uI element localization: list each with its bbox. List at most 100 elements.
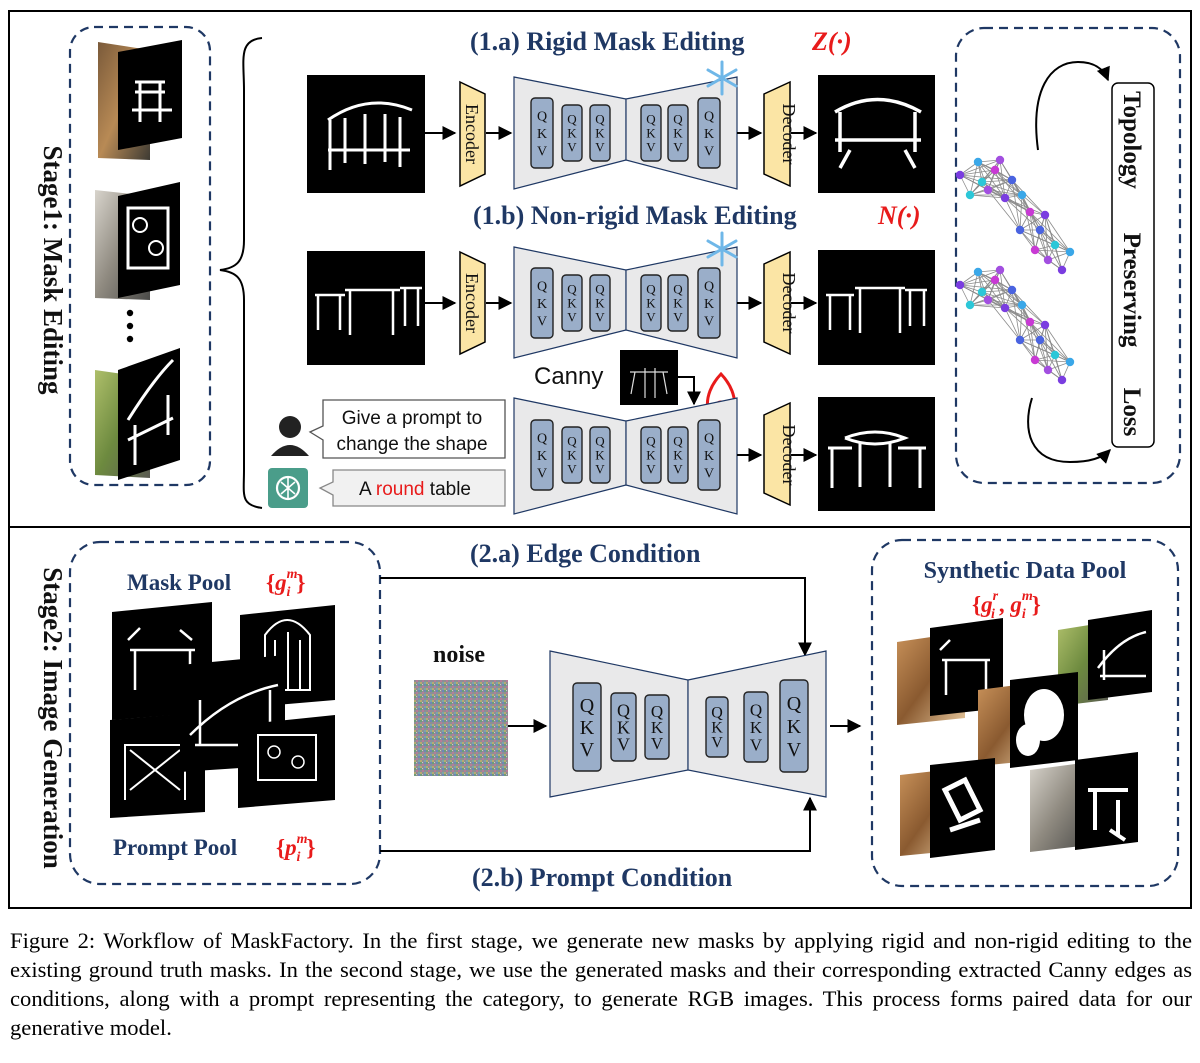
graph-node <box>990 165 1000 175</box>
figure-caption: Figure 2: Workflow of MaskFactory. In th… <box>10 928 1192 1040</box>
graph-node <box>1025 207 1035 217</box>
user-prompt-line2: change the shape <box>336 434 487 455</box>
qkv-letter: K <box>704 127 714 142</box>
stage1-label: Stage1: Mask Editing <box>38 145 68 395</box>
qkv-letter: Q <box>567 282 577 297</box>
qkv-letter: K <box>673 126 683 141</box>
qkv-letter: K <box>704 449 714 464</box>
qkv-letter: K <box>567 296 577 311</box>
graph-node <box>1030 245 1040 255</box>
qkv-letter: Q <box>646 282 656 297</box>
qkv-letter: V <box>537 144 547 159</box>
row1c-output-mask <box>818 397 935 511</box>
qkv-letter: K <box>704 297 714 312</box>
qkv-block: QKV <box>561 104 583 162</box>
graph-node <box>1007 285 1017 295</box>
qkv-letter: K <box>646 448 656 463</box>
qkv-block: QKV <box>667 104 689 162</box>
mask-pool-label: Mask Pool <box>127 570 231 595</box>
qkv-block: QKV <box>779 679 809 773</box>
graph-node <box>1040 320 1050 330</box>
qkv-letter: K <box>617 717 630 737</box>
graph-node <box>1065 247 1075 257</box>
row1a-encoder: Encoder <box>459 80 486 188</box>
mask-prompt-pool-box <box>68 540 382 886</box>
stage2-label: Stage2: Image Generation <box>38 567 68 868</box>
graph-node <box>1057 375 1067 385</box>
qkv-letter: V <box>651 734 664 753</box>
graph-node <box>1017 190 1027 200</box>
noise-image <box>414 680 508 776</box>
qkv-letter: K <box>537 127 547 142</box>
qkv-letter: Q <box>617 700 630 720</box>
qkv-letter: V <box>646 462 656 477</box>
qkv-letter: V <box>673 310 683 325</box>
input-pair-2 <box>95 182 180 300</box>
qkv-block: QKV <box>561 426 583 484</box>
qkv-block: QKV <box>705 696 729 758</box>
svg-text:Encoder: Encoder <box>462 273 482 333</box>
canny-label: Canny <box>534 363 603 390</box>
graph-node <box>977 287 987 297</box>
rigid-symbol: Z(·) <box>811 27 852 56</box>
qkv-block: QKV <box>610 692 637 762</box>
loss-label-box <box>1111 82 1155 448</box>
graph-node <box>1025 317 1035 327</box>
svg-text:Decoder: Decoder <box>779 425 799 486</box>
graph-node <box>1050 240 1060 250</box>
graph-node <box>1043 255 1053 265</box>
qkv-letter: V <box>537 314 547 329</box>
graph-node <box>977 177 987 187</box>
graph-node <box>1040 210 1050 220</box>
qkv-letter: Q <box>567 434 577 449</box>
qkv-block: QKV <box>697 267 721 339</box>
prompt-condition-title: (2.b) Prompt Condition <box>472 863 733 892</box>
qkv-letter: Q <box>787 693 802 715</box>
qkv-letter: V <box>787 739 802 761</box>
graph-node <box>965 190 975 200</box>
qkv-letter: Q <box>651 702 663 721</box>
graph-node <box>1007 175 1017 185</box>
input-masks-pool <box>68 25 212 487</box>
graph-node <box>965 300 975 310</box>
workflow-diagram: Stage1: Mask Editing Stage2: Image Gener… <box>8 10 1192 909</box>
qkv-block: QKV <box>589 104 611 162</box>
loss-word-loss: Loss <box>1118 388 1145 437</box>
qkv-block: QKV <box>640 274 662 332</box>
input-pair-1 <box>98 40 182 160</box>
qkv-letter: V <box>595 140 605 155</box>
row1b-decoder: Decoder <box>763 250 799 356</box>
canny-edge-image <box>620 350 678 405</box>
qkv-letter: K <box>595 448 605 463</box>
qkv-letter: Q <box>750 700 762 719</box>
stage2-frame <box>8 526 1192 909</box>
graph-node <box>983 185 993 195</box>
qkv-letter: K <box>646 296 656 311</box>
qkv-letter: K <box>673 448 683 463</box>
qkv-letter: V <box>646 310 656 325</box>
qkv-block: QKV <box>697 419 721 491</box>
loss-word-preserving: Preserving <box>1118 233 1145 348</box>
qkv-letter: K <box>646 126 656 141</box>
qkv-block: QKV <box>530 97 554 169</box>
graph-node <box>1000 303 1010 313</box>
qkv-block: QKV <box>530 419 554 491</box>
stage1-attention-blocks: QKVQKVQKVQKVQKVQKVQKVQKVQKVQKVQKVQKVQKVQ… <box>530 97 721 491</box>
graph-node <box>995 265 1005 275</box>
snowflake-icon <box>706 60 738 96</box>
graph-node <box>1015 335 1025 345</box>
qkv-letter: V <box>595 462 605 477</box>
qkv-letter: V <box>580 739 595 761</box>
qkv-letter: V <box>537 466 547 481</box>
user-prompt-bubble <box>308 399 506 459</box>
nonrigid-title: (1.b) Non-rigid Mask Editing <box>473 201 797 230</box>
qkv-block: QKV <box>697 97 721 169</box>
stage1-brace <box>219 37 263 509</box>
synthetic-data-images <box>897 610 1152 858</box>
qkv-letter: Q <box>704 431 714 446</box>
qkv-letter: V <box>673 140 683 155</box>
graph-node <box>955 170 965 180</box>
qkv-letter: V <box>567 462 577 477</box>
nonrigid-symbol: N(·) <box>877 201 921 230</box>
